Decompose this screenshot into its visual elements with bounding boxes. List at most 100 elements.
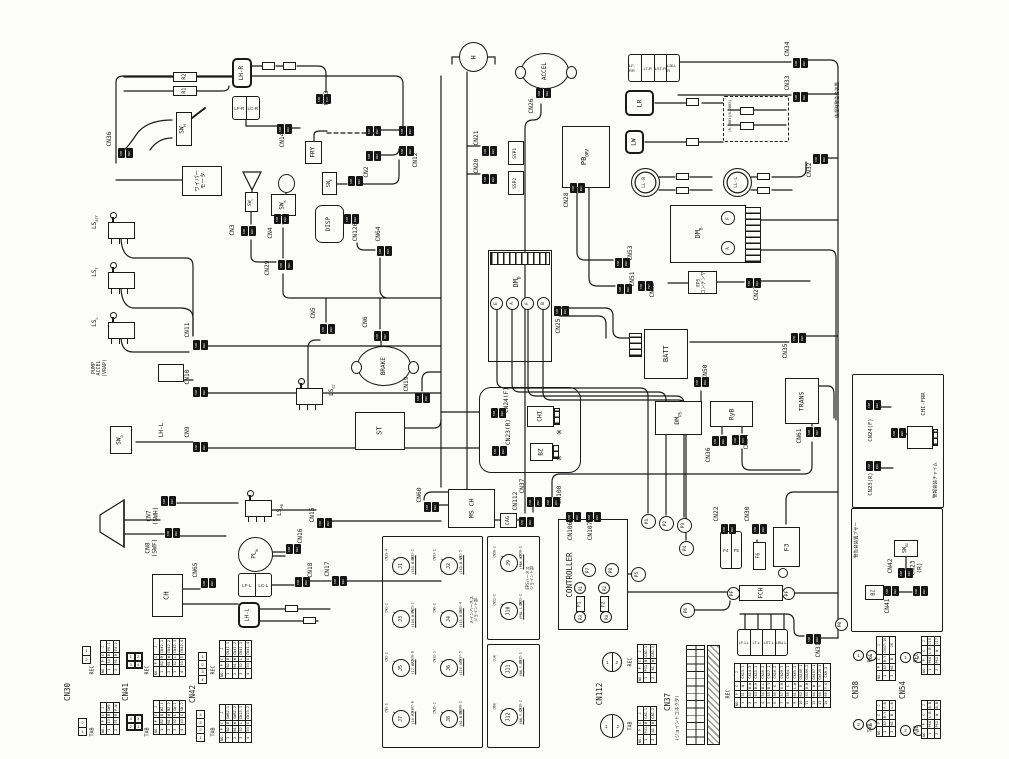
- cn100-label: CN100: [555, 485, 563, 505]
- cn10-label: CN10: [183, 369, 191, 385]
- junction-J3: J3: [392, 610, 410, 628]
- pad-cell: REC: [374, 126, 381, 136]
- terminal-P8: P8: [605, 563, 619, 577]
- cn41-label: CN41: [883, 598, 891, 614]
- sensor-ssp2: SSP2: [508, 171, 524, 195]
- joint-box-main: [382, 536, 483, 748]
- pad-cell: REC: [173, 528, 180, 538]
- text-label-36: REC: [913, 653, 920, 663]
- cag-unit: CAG: [500, 513, 517, 528]
- pin-cell: 1: [201, 653, 204, 659]
- pad-cell: TAB: [545, 497, 552, 507]
- terminal-P1: P1: [640, 513, 656, 529]
- pad-cell: TAB: [527, 497, 534, 507]
- cn53-label: CN53: [626, 245, 634, 261]
- pad-cell: TAB: [793, 58, 800, 68]
- cn21-label: CN21: [472, 130, 480, 146]
- limit-switch-att: [108, 212, 136, 244]
- junction-J10-ref-0: CN52-1: [492, 594, 497, 606]
- pad-cell: TAB: [278, 260, 285, 270]
- cn16-label: CN16: [296, 528, 304, 544]
- cn14-label: CN14: [278, 132, 286, 148]
- pad-cell: REC: [352, 214, 359, 224]
- cn5-label: CN5: [309, 307, 317, 319]
- text-label-20: CN112: [595, 682, 605, 706]
- junction-J10: J10: [500, 602, 518, 620]
- pad-cell: REC: [201, 387, 208, 397]
- text-label-19: CN42: [188, 684, 198, 704]
- relay-ryb: RyB: [710, 401, 753, 427]
- pad-cell: TAB: [118, 148, 125, 158]
- cn15-label: CN15: [308, 507, 316, 523]
- cn42-label: CN42: [886, 558, 894, 574]
- pad-cell: TAB: [866, 400, 873, 410]
- fuse-f4-f5-cell-0: F4: [723, 547, 729, 553]
- pad-cell: TAB: [566, 512, 573, 522]
- pad-cell: TAB: [344, 214, 351, 224]
- cn8-label: CN8(SWF): [144, 538, 159, 558]
- terminal-PF: PF: [726, 586, 740, 600]
- charger-unit: [907, 426, 933, 449]
- junction-J11: J11: [500, 660, 518, 678]
- lamp-cluster-right-cell-3: LBU-R: [667, 63, 677, 73]
- accel-sensor-ear: [515, 66, 526, 79]
- pad-cell: REC: [285, 124, 292, 134]
- terminal-F: F: [721, 211, 735, 225]
- cn23(r)-label: CN23(R): [504, 418, 512, 446]
- pad-cell: TAB: [332, 576, 339, 586]
- pad-cell: REC: [646, 281, 653, 291]
- pad-cell: TAB: [806, 634, 813, 644]
- alarm-chime-box: [852, 374, 944, 508]
- text-label-28: TAB: [144, 727, 151, 737]
- pin-cell: 1: [900, 652, 911, 663]
- pad-cell: TAB: [492, 446, 499, 456]
- joint-box-pillar: [487, 644, 540, 748]
- pad-cell: TAB: [491, 408, 498, 418]
- terminal-P3: P3: [676, 517, 692, 533]
- pad-cell: REC: [874, 400, 881, 410]
- pad-cell: TAB: [554, 306, 561, 316]
- pad-cell: TAB: [366, 151, 373, 161]
- pad-cell: REC: [201, 340, 208, 350]
- brake-sensor-ear: [408, 361, 419, 374]
- pad-cell: TAB: [721, 524, 728, 534]
- pad-cell: REC: [500, 446, 507, 456]
- sensor-ssp1: SSP1: [508, 141, 524, 165]
- resistor-llr-2: [676, 187, 689, 194]
- pad-cell: REC: [553, 497, 560, 507]
- junction-J5-ref-0: CN1-2: [384, 652, 389, 662]
- pad-cell: REC: [814, 634, 821, 644]
- cn28-label: CN28: [562, 192, 570, 208]
- pad-cell: TAB: [193, 442, 200, 452]
- pad-cell: TAB: [482, 174, 489, 184]
- junction-J12: J12: [500, 708, 518, 726]
- junction-J6-ref-1: CN17-5: [458, 651, 463, 663]
- cn37-pin-grid: [686, 645, 705, 745]
- terminal-R4: R4: [600, 611, 612, 623]
- terminal-R1: R1: [574, 582, 586, 594]
- pad-cell: TAB: [201, 578, 208, 588]
- pad-cell: TAB: [617, 284, 624, 294]
